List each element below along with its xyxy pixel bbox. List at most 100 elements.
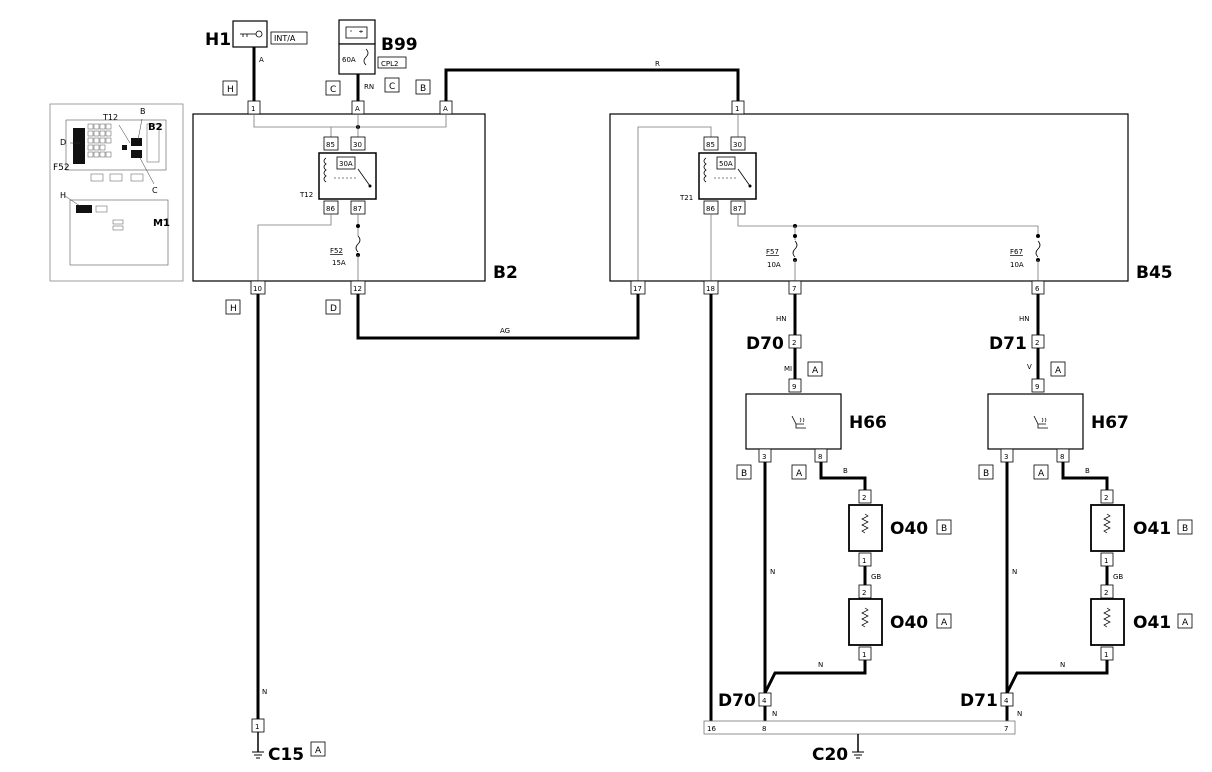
h1-label: H1 [205,30,231,50]
key-icon [240,30,263,38]
t21-rating: 50A [719,160,733,168]
map-label-c: C [152,186,158,195]
wire-label: N [1012,568,1017,576]
relay-pin: 30 [733,141,742,149]
pin-number: 2 [792,339,796,347]
relay-pin: 86 [706,205,715,213]
battery-icon [345,26,368,39]
o41a-tag: A [1182,618,1189,628]
d71-label-bottom: D71 [960,691,998,711]
wire-label: V [1027,363,1032,371]
pin-number: 9 [1035,383,1039,391]
o40b-tag: B [941,524,947,534]
b45-junction-box: 1 85 30 50A T21 86 87 F57 10A F67 10A [609,100,1173,295]
wire-label: HN [776,315,787,323]
pin-number: 1 [862,651,866,659]
map-label-d: D [60,138,66,147]
pin-number: 1 [251,105,255,113]
relay-pin: 85 [326,141,335,149]
o41b-tag: B [1182,524,1188,534]
wire-label: MI [784,365,792,373]
c20-label: C20 [812,745,848,765]
b45-label: B45 [1136,263,1173,283]
pin-number: A [355,105,360,113]
pin-number: 6 [1035,285,1040,293]
h66-label: H66 [849,413,887,433]
c20-ground-bus: 16 8 7 C20 [703,720,1016,765]
relay-pin: 87 [733,205,742,213]
wire-label: HN [1019,315,1030,323]
seat-icon [1033,415,1048,429]
connector-tag: B [420,84,426,94]
pin-number: 2 [1104,494,1108,502]
b2-junction-box: 1 A A 85 30 30A T12 86 87 F52 15A B2 [192,100,518,295]
ground-icon [252,751,264,759]
wire-label: B [843,467,848,475]
pin-number: 4 [762,697,767,705]
wire-label: RN [364,83,374,91]
wire-label: AG [500,327,510,335]
wire-label: N [772,710,777,718]
o40a-heating-element: O40 A [848,598,952,646]
pin-number: 1 [735,105,739,113]
pin-number: 3 [762,453,766,461]
pin-number: 1 [255,723,259,731]
o41b-label: O41 [1133,519,1171,539]
f57-rating: 10A [767,261,781,269]
wire-label: N [262,688,267,696]
wire-label: N [770,568,775,576]
map-label-t12: T12 [102,113,118,122]
o40a-tag: A [941,618,948,628]
t12-label: T12 [299,191,313,199]
o41a-label: O41 [1133,613,1171,633]
pin-number: 2 [862,589,866,597]
map-label-b: B [140,107,146,116]
relay-pin: 86 [326,205,335,213]
ground-icon [852,751,864,759]
map-label-h: H [60,191,66,200]
relay-pin: 85 [706,141,715,149]
connector-tag: A [812,366,819,376]
pin-number: 18 [706,285,715,293]
f57-label: F57 [766,248,779,256]
pin-number: 9 [792,383,796,391]
d71-label: D71 [989,334,1027,354]
pin-number: 2 [1104,589,1108,597]
pin-number: 2 [862,494,866,502]
wire-label: A [259,56,264,64]
wire-label: B [1085,467,1090,475]
wire-label: GB [871,573,881,581]
o40b-label: O40 [890,519,928,539]
relay-pin: 30 [353,141,362,149]
pin-number: 1 [1104,557,1108,565]
pin-number: 4 [1004,697,1009,705]
h1-tag: INT/A [274,34,296,43]
map-label-m1: M1 [153,218,170,229]
pin-number: 10 [253,285,262,293]
pin-number: 8 [1060,453,1064,461]
f67-rating: 10A [1010,261,1024,269]
wire-label: GB [1113,573,1123,581]
f67-label: F67 [1010,248,1023,256]
h1-ignition-switch: INT/A H1 [205,20,308,50]
pin-number: 8 [818,453,822,461]
relay-pin: 87 [353,205,362,213]
o40a-label: O40 [890,613,928,633]
o41b-heating-element: O41 B [1090,504,1193,552]
pin-number: 1 [1104,651,1108,659]
connector-tag: H [227,85,234,95]
t21-label: T21 [679,194,693,202]
c15-label: C15 [268,745,304,765]
location-map: T12 B B2 D F52 C H M1 [49,103,184,282]
h66-seat-heater-switch: H66 3 8 [745,393,887,463]
connector-tag: D [330,304,337,314]
connector-tag: A [1055,366,1062,376]
seat-icon [791,415,806,429]
pin-number: 16 [707,725,716,733]
connector-tag: B [983,469,989,479]
c15-tag: A [315,746,322,756]
b2-label: B2 [493,263,518,283]
pin-number: 3 [1004,453,1008,461]
f52-rating: 15A [332,259,346,267]
pin-number: 7 [792,285,796,293]
